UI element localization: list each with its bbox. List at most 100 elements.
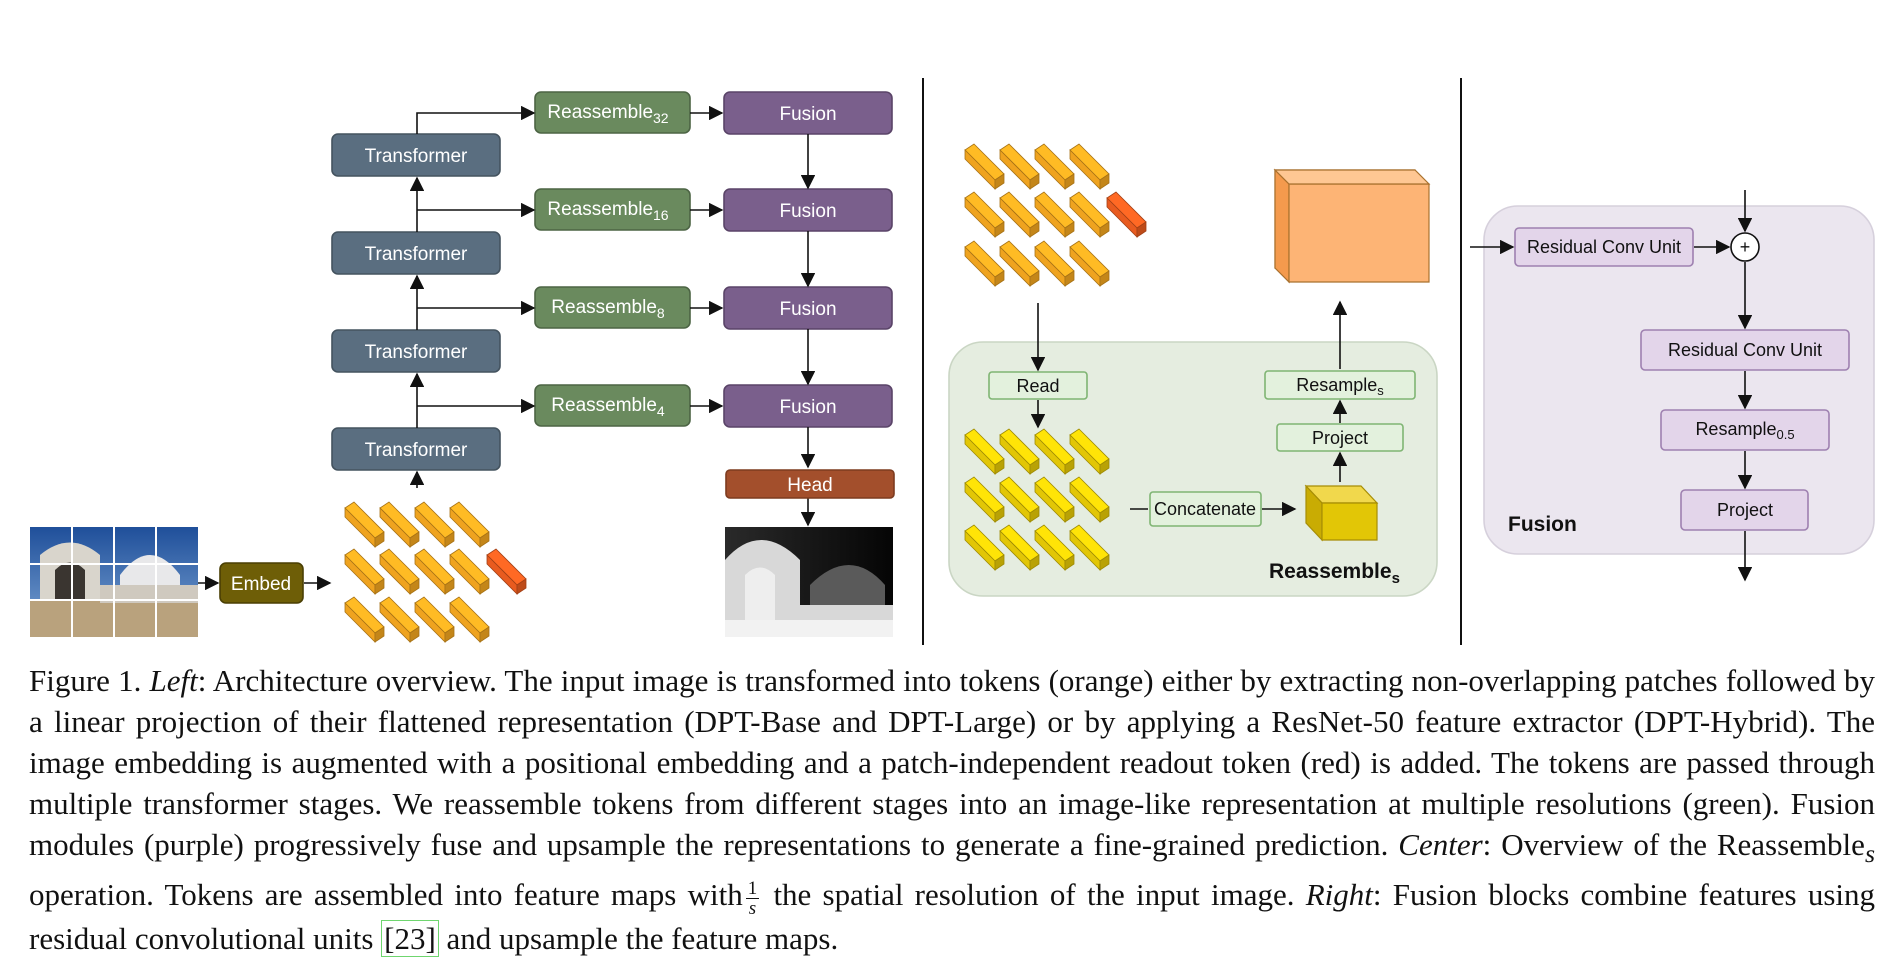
resample-05-box [1660, 409, 1830, 451]
feature-map-cube [1273, 168, 1431, 284]
reassemble-label: Reassemble16 [547, 199, 668, 223]
transformer-box [331, 231, 501, 275]
readout-token [1106, 191, 1147, 238]
depth-output-image [725, 527, 893, 637]
caption-figure-label: Figure 1. [29, 663, 142, 698]
fusion-label: Fusion [779, 397, 836, 418]
token [379, 596, 420, 643]
caption-left-label: Left [149, 663, 198, 698]
right-panel: Residual Conv Unit + Residual Conv Unit … [1470, 190, 1875, 582]
token-yellow [999, 524, 1040, 571]
caption-right-text-2: and upsample the feature maps. [438, 920, 839, 956]
architecture-figure: Embed TransformerTransformerTransformerT… [30, 78, 1875, 645]
concat-cube [1304, 484, 1379, 542]
reassemble-label: Reassemble4 [551, 395, 665, 419]
caption-center-text-3: the spatial resolution of the input imag… [762, 877, 1295, 913]
caption-frac-num: 1 [745, 877, 760, 899]
token-yellow [1034, 476, 1075, 523]
caption-reference-link[interactable]: [23] [381, 919, 439, 957]
read-box [988, 371, 1088, 400]
token-grid-orange-center [964, 143, 1147, 287]
caption-center-sub: s [1864, 839, 1875, 869]
add-node [1730, 232, 1760, 262]
token [964, 191, 1005, 238]
token [964, 240, 1005, 287]
token [964, 143, 1005, 190]
token [999, 143, 1040, 190]
token [414, 501, 455, 548]
token-yellow [964, 524, 1005, 571]
token [1069, 240, 1110, 287]
caption-left-text: : Architecture overview. The input image… [29, 663, 1876, 862]
token [1069, 143, 1110, 190]
transformer-box [331, 427, 501, 471]
caption-center-text-1: : Overview of the Reassemble [1482, 827, 1865, 862]
rcu-label-2: Residual Conv Unit [1668, 340, 1822, 360]
token [1034, 240, 1075, 287]
token-yellow [1034, 524, 1075, 571]
embed-box [219, 562, 304, 604]
project-label-right: Project [1717, 500, 1773, 520]
token-grid-orange [344, 501, 527, 643]
transformer-label: Transformer [365, 342, 468, 363]
transformer-label: Transformer [365, 440, 468, 461]
token-yellow [999, 476, 1040, 523]
token [1069, 191, 1110, 238]
token [449, 596, 490, 643]
token [1034, 143, 1075, 190]
transformer-stack: TransformerTransformerTransformerTransfo… [331, 133, 501, 471]
token [449, 548, 490, 595]
transformer-box [331, 329, 501, 373]
token [999, 191, 1040, 238]
concatenate-box [1149, 491, 1262, 527]
input-image [30, 527, 198, 637]
fusion-panel-title: Fusion [1508, 513, 1577, 536]
resample-s-box [1264, 370, 1416, 400]
project-label-center: Project [1312, 428, 1368, 448]
head-box [725, 469, 895, 499]
token [449, 501, 490, 548]
rcu-box-1 [1514, 227, 1694, 267]
transformer-box [331, 133, 501, 177]
token [379, 548, 420, 595]
caption-right-label: Right [1305, 877, 1373, 913]
transformer-label: Transformer [365, 146, 468, 167]
token-yellow [1034, 428, 1075, 475]
reassemble-panel-title: Reassembles [1269, 560, 1400, 587]
project-box-center [1276, 423, 1404, 452]
token [344, 548, 385, 595]
token [999, 240, 1040, 287]
transformer-label: Transformer [365, 244, 468, 265]
token [1034, 191, 1075, 238]
left-panel: Embed TransformerTransformerTransformerT… [30, 91, 895, 643]
center-panel: Read Concatenate Project Resamples Reass… [948, 143, 1438, 597]
token-yellow [1069, 524, 1110, 571]
resample-s-label: Resamples [1296, 375, 1384, 398]
fusion-label: Fusion [779, 104, 836, 125]
token [344, 501, 385, 548]
embed-label: Embed [231, 574, 291, 595]
reassemble-column: Reassemble32Reassemble16Reassemble8Reass… [534, 91, 691, 427]
token [414, 596, 455, 643]
concatenate-label: Concatenate [1154, 499, 1256, 519]
read-label: Read [1016, 376, 1059, 396]
readout-token [486, 548, 527, 595]
project-box-right [1680, 489, 1809, 531]
token-yellow [1069, 428, 1110, 475]
token-yellow [964, 476, 1005, 523]
rcu-label-1: Residual Conv Unit [1527, 237, 1681, 257]
token [344, 596, 385, 643]
token-yellow [964, 428, 1005, 475]
caption-center-label: Center [1398, 827, 1483, 862]
token [414, 548, 455, 595]
resample-05-label: Resample0.5 [1695, 419, 1794, 442]
rcu-box-2 [1640, 329, 1850, 371]
head-label: Head [787, 475, 832, 496]
add-symbol: + [1740, 237, 1751, 257]
caption-center-text-2: operation. Tokens are assembled into fea… [29, 877, 743, 913]
figure-caption: Figure 1. Left: Architecture overview. T… [29, 660, 1875, 959]
token [379, 501, 420, 548]
fusion-panel-bg [1483, 205, 1875, 555]
